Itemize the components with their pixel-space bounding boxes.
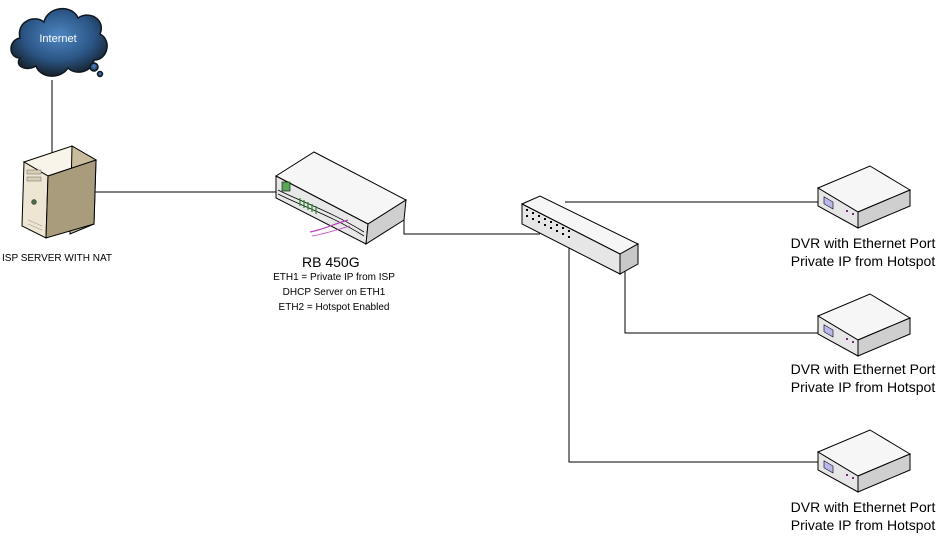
link-switch-dvr3 xyxy=(568,245,820,463)
network-switch-icon xyxy=(520,195,640,275)
dvr-2-line1: DVR with Ethernet Port xyxy=(790,361,936,377)
router-label: RB 450G xyxy=(302,254,360,270)
router-note-2: DHCP Server on ETH1 xyxy=(282,287,386,298)
dvr-3-line2: Private IP from Hotspot xyxy=(790,517,936,533)
router-icon xyxy=(274,151,408,245)
isp-server-icon xyxy=(21,145,98,239)
dvr-1-line2: Private IP from Hotspot xyxy=(790,253,936,269)
dvr-icon xyxy=(816,165,912,229)
internet-label: Internet xyxy=(39,33,76,45)
dvr-2-line2: Private IP from Hotspot xyxy=(790,379,936,395)
router-note-1: ETH1 = Private IP from ISP xyxy=(273,272,395,283)
dvr-icon xyxy=(816,293,912,357)
dvr-3-line1: DVR with Ethernet Port xyxy=(790,499,936,515)
internet-cloud-icon: Internet xyxy=(10,8,108,78)
isp-server-label: ISP SERVER WITH NAT xyxy=(2,253,113,264)
dvr-1-line1: DVR with Ethernet Port xyxy=(790,235,936,251)
dvr-icon xyxy=(816,429,912,493)
link-switch-dvr2 xyxy=(624,262,820,334)
router-note-3: ETH2 = Hotspot Enabled xyxy=(278,302,390,313)
